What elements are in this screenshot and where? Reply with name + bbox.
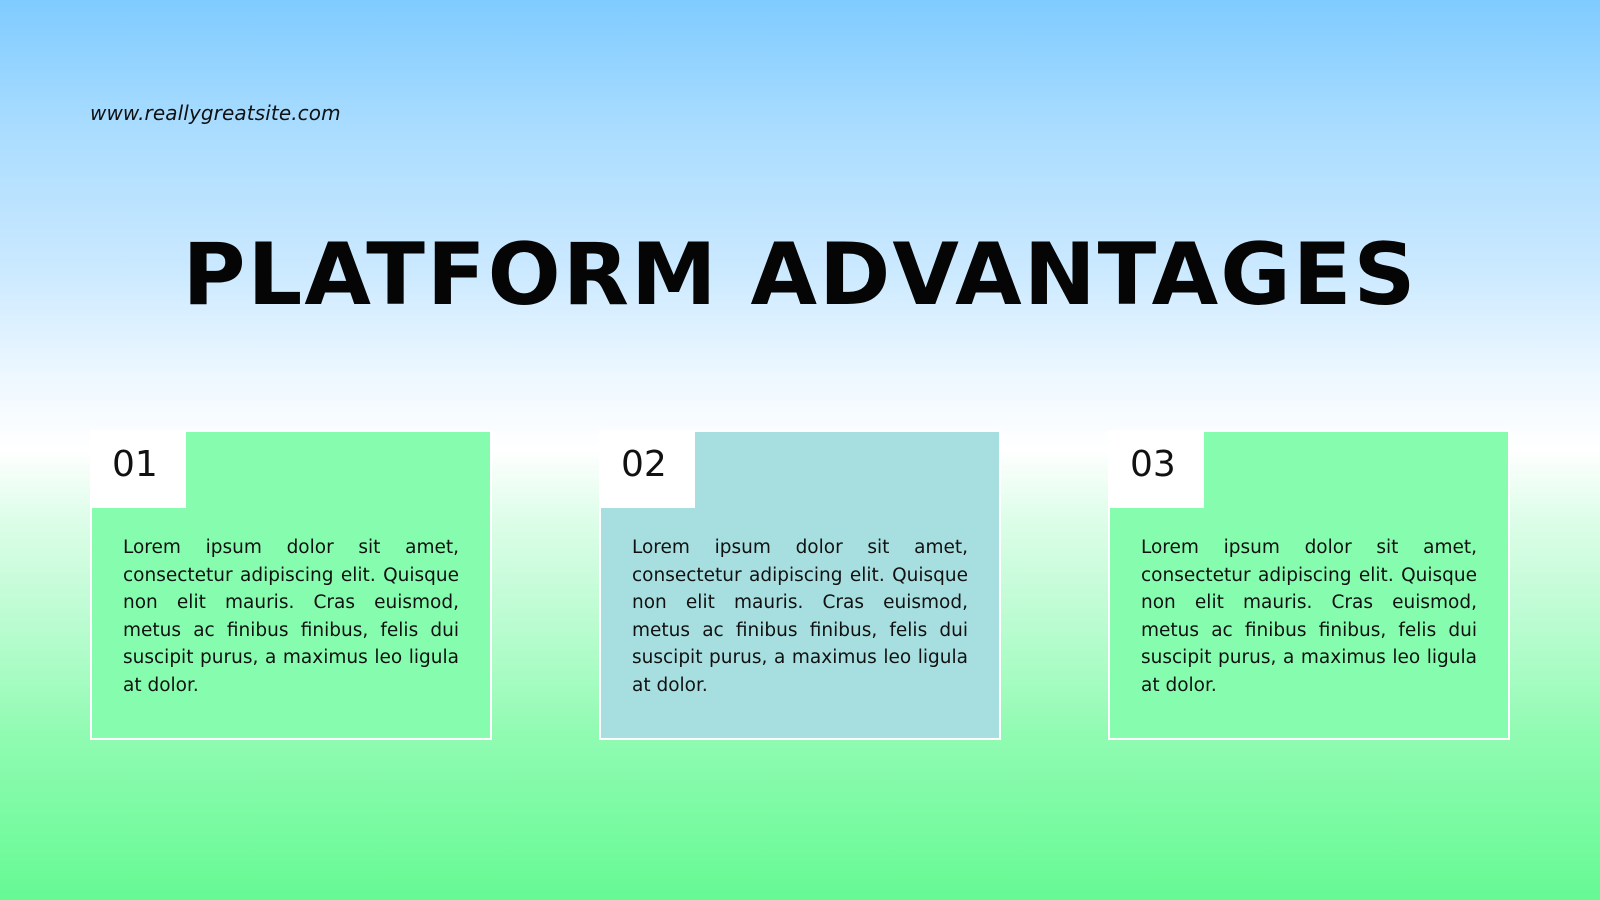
card-description: Lorem ipsum dolor sit amet, consectetur … [632,537,968,696]
advantage-card-3: 03 Lorem ipsum dolor sit amet, consectet… [1108,430,1510,740]
site-url: www.reallygreatsite.com [90,101,341,125]
advantage-card-2: 02 Lorem ipsum dolor sit amet, consectet… [599,430,1001,740]
card-number: 02 [599,430,695,508]
card-number: 01 [90,430,186,508]
card-description: Lorem ipsum dolor sit amet, consectetur … [1141,537,1477,696]
card-number: 03 [1108,430,1204,508]
card-description: Lorem ipsum dolor sit amet, consectetur … [123,537,459,696]
advantage-card-1: 01 Lorem ipsum dolor sit amet, consectet… [90,430,492,740]
page-title: PLATFORM ADVANTAGES [182,225,1418,325]
